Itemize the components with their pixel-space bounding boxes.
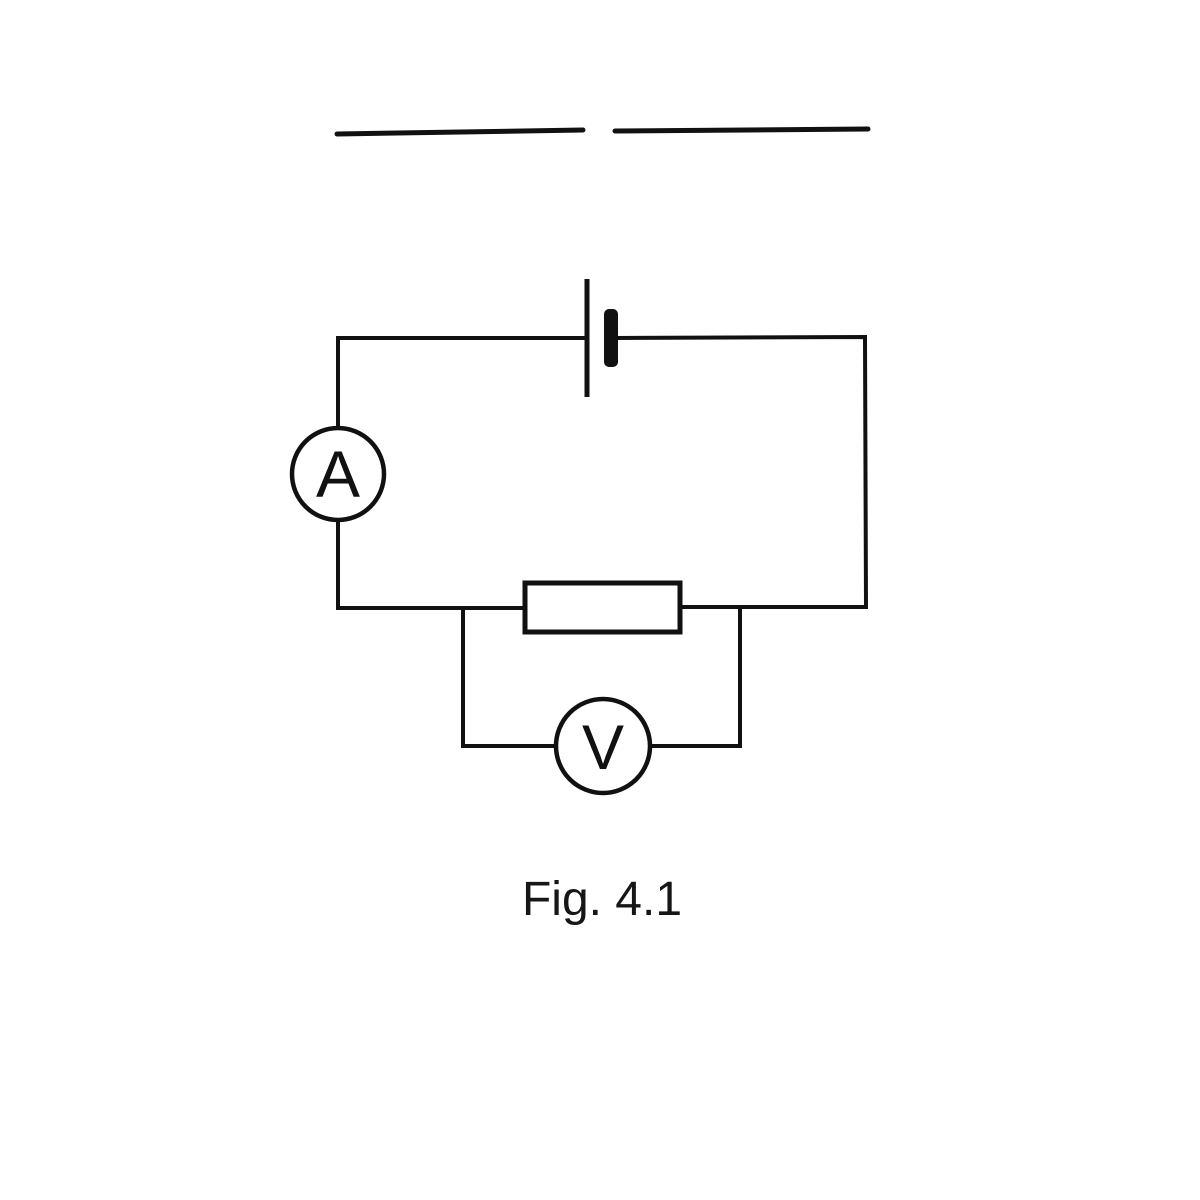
cell-short-plate-icon	[604, 309, 618, 367]
resistor-symbol	[522, 580, 683, 635]
wire-top-right-and-right-side	[614, 334, 869, 609]
answer-blank-lines	[334, 126, 871, 137]
voltmeter-symbol: V	[553, 696, 653, 796]
circuit-loop-wires	[336, 334, 869, 610]
voltmeter-branch-wires	[461, 605, 742, 748]
branch-wire-right	[648, 605, 742, 748]
ammeter-symbol: A	[289, 425, 387, 523]
voltmeter-label: V	[582, 713, 624, 783]
ammeter-label: A	[316, 437, 360, 511]
answer-blank-line-1	[334, 127, 586, 137]
wire-top-left	[336, 336, 589, 429]
answer-blank-line-2	[612, 126, 871, 134]
wire-bottom-left	[336, 519, 527, 610]
branch-wire-left	[461, 606, 558, 748]
resistor-box-icon	[522, 580, 683, 635]
cell-symbol	[584, 279, 618, 397]
voltmeter-circle-icon	[553, 696, 653, 796]
figure-caption: Fig. 4.1	[522, 873, 682, 926]
ammeter-circle-icon	[289, 425, 387, 523]
